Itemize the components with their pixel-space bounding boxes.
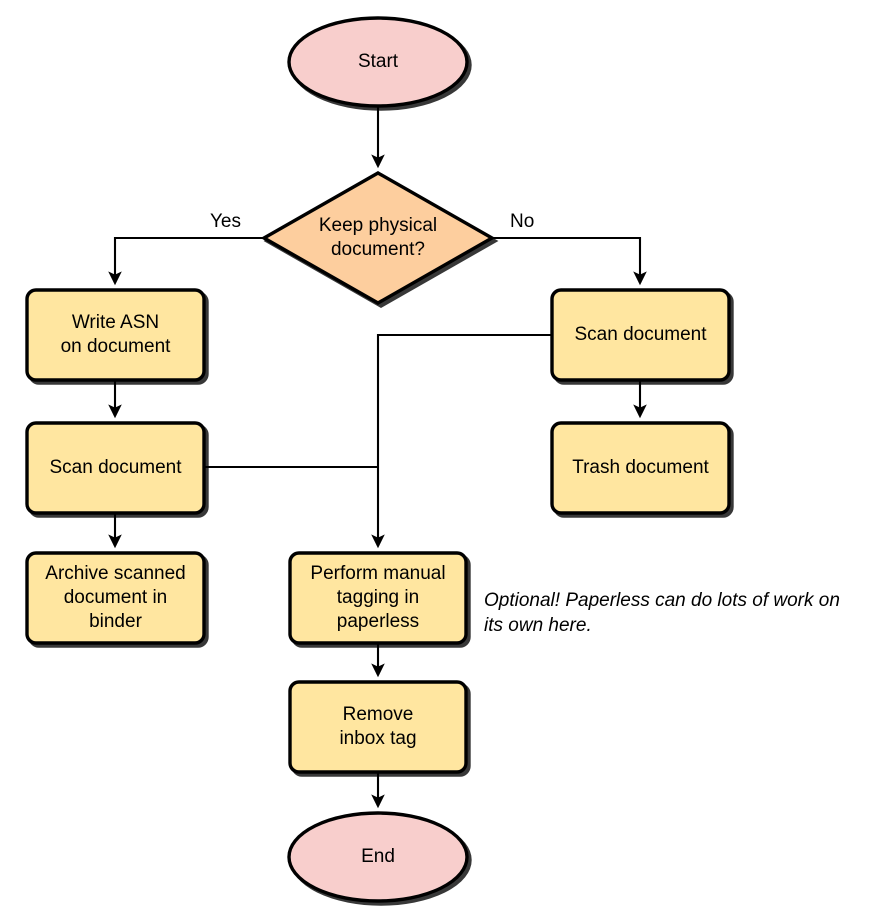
node-trash-document[interactable] xyxy=(550,421,731,515)
node-perform-manual-tagging-in-paperless[interactable] xyxy=(288,551,468,645)
node-hit-scan-document-right[interactable] xyxy=(552,290,729,380)
node-hit-perform-manual-tagging-in-paperless[interactable] xyxy=(290,553,466,643)
edge-scan-right-to-manual-tagging xyxy=(371,333,552,549)
edge-label-no: No xyxy=(510,211,535,232)
edge-layer xyxy=(108,106,647,809)
node-hit-scan-document-left[interactable] xyxy=(27,423,204,513)
node-end[interactable] xyxy=(287,811,469,903)
node-remove-inbox-tag[interactable] xyxy=(288,680,468,774)
node-hit-end[interactable] xyxy=(289,813,467,901)
node-write-asn-on-document[interactable] xyxy=(25,288,206,382)
node-start[interactable] xyxy=(287,16,469,108)
node-hit-trash-document[interactable] xyxy=(552,423,729,513)
node-hit-keep-physical-document[interactable] xyxy=(264,173,492,303)
node-keep-physical-document[interactable] xyxy=(260,171,496,305)
node-scan-document-left[interactable] xyxy=(25,421,206,515)
node-archive-scanned-document-in-binder[interactable] xyxy=(25,551,206,645)
node-scan-document-right[interactable] xyxy=(550,288,731,382)
node-hit-write-asn-on-document[interactable] xyxy=(27,290,204,380)
edge-label-yes: Yes xyxy=(210,211,241,232)
edge-decision-no-to-scan-right xyxy=(492,236,647,286)
edge-decision-yes-to-write-asn xyxy=(108,236,264,286)
node-layer xyxy=(25,16,731,903)
node-hit-start[interactable] xyxy=(289,18,467,106)
optional-note: Optional! Paperless can do lots of work … xyxy=(484,590,840,636)
node-hit-remove-inbox-tag[interactable] xyxy=(290,682,466,772)
node-hit-archive-scanned-document-in-binder[interactable] xyxy=(27,553,204,643)
